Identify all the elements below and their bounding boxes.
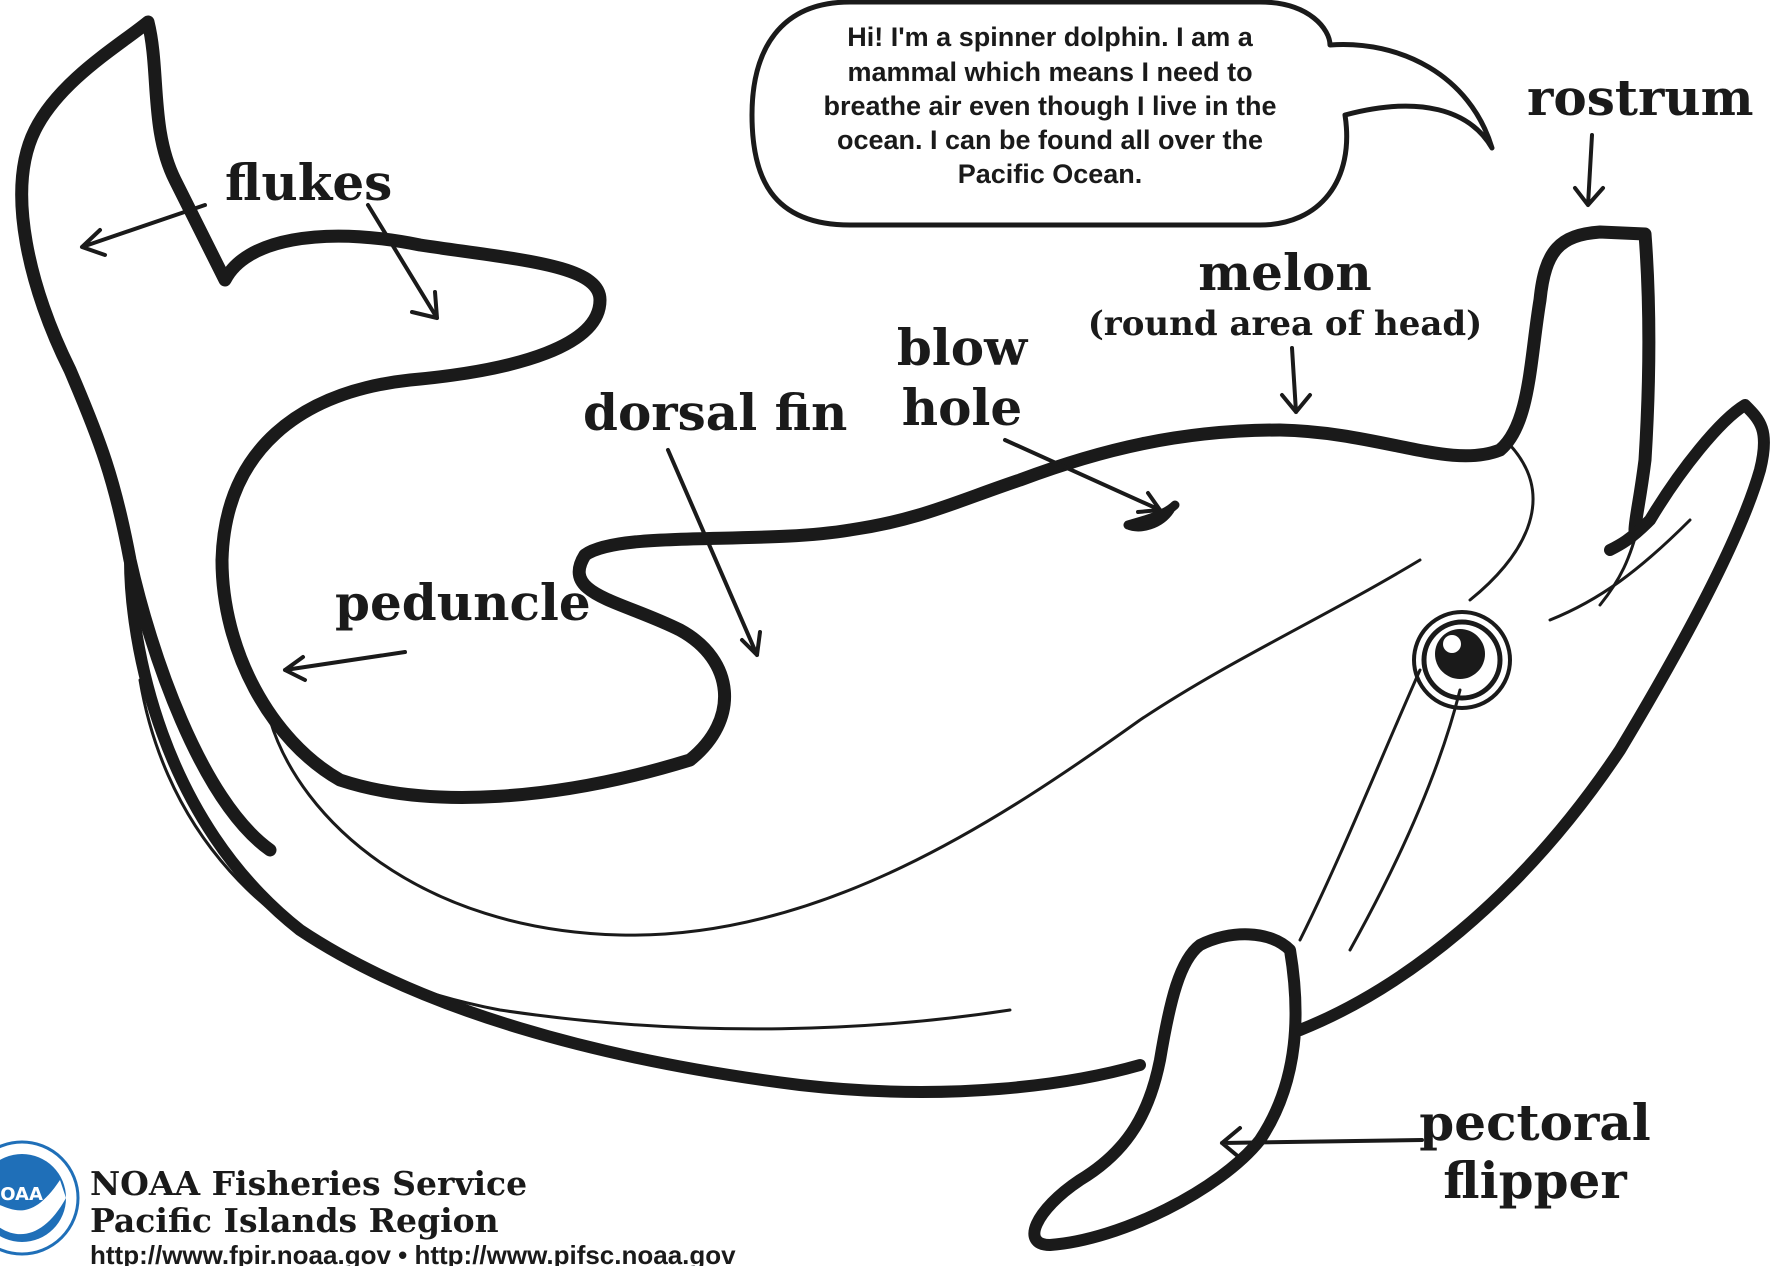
inner-jaw-line-1	[1300, 670, 1420, 940]
label-pectoral-line-2: flipper	[1443, 1151, 1627, 1210]
footer-org-line-1: NOAA Fisheries Service	[90, 1164, 527, 1203]
arrow-flukes-right	[368, 205, 437, 318]
noaa-logo: NOAA	[0, 1142, 78, 1254]
pectoral-flipper-outline	[1034, 934, 1295, 1245]
label-peduncle: peduncle	[335, 573, 591, 632]
footer-urls[interactable]: http://www.fpir.noaa.gov • http://www.pi…	[90, 1240, 736, 1266]
bubble-text-line-1: Hi! I'm a spinner dolphin. I am a	[847, 22, 1253, 52]
label-melon: melon	[1198, 243, 1371, 302]
label-pectoral-line-1: pectoral	[1419, 1093, 1650, 1152]
label-arrows	[82, 135, 1603, 1158]
arrow-melon	[1282, 348, 1310, 412]
arrow-flukes-left	[82, 205, 205, 255]
inner-head-line	[1470, 445, 1533, 600]
bubble-text-line-5: Pacific Ocean.	[958, 159, 1143, 189]
bubble-text-line-3: breathe air even though I live in the	[823, 91, 1276, 121]
arrow-peduncle	[285, 652, 405, 680]
label-flukes: flukes	[225, 153, 392, 212]
footer-org-line-2: Pacific Islands Region	[90, 1201, 499, 1240]
bubble-text-line-2: mammal which means I need to	[847, 57, 1252, 87]
noaa-logo-text: NOAA	[0, 1184, 43, 1205]
speech-bubble: Hi! I'm a spinner dolphin. I am a mammal…	[752, 2, 1492, 225]
label-dorsal-fin: dorsal fin	[583, 383, 847, 442]
inner-jaw-line-3	[1550, 520, 1690, 620]
label-rostrum: rostrum	[1527, 68, 1754, 127]
label-melon-note: (round area of head)	[1088, 304, 1483, 344]
labels: flukes rostrum melon (round area of head…	[225, 68, 1754, 1210]
bubble-text-line-4: ocean. I can be found all over the	[837, 125, 1263, 155]
inner-jaw-line-2	[1350, 690, 1460, 950]
eye-pupil	[1435, 629, 1485, 679]
eye-highlight	[1443, 635, 1461, 653]
label-blow-hole-line-2: hole	[902, 378, 1023, 437]
arrow-rostrum	[1575, 135, 1603, 205]
footer: NOAA NOAA Fisheries Service Pacific Isla…	[0, 1142, 736, 1266]
label-blow-hole-line-1: blow	[897, 318, 1029, 377]
